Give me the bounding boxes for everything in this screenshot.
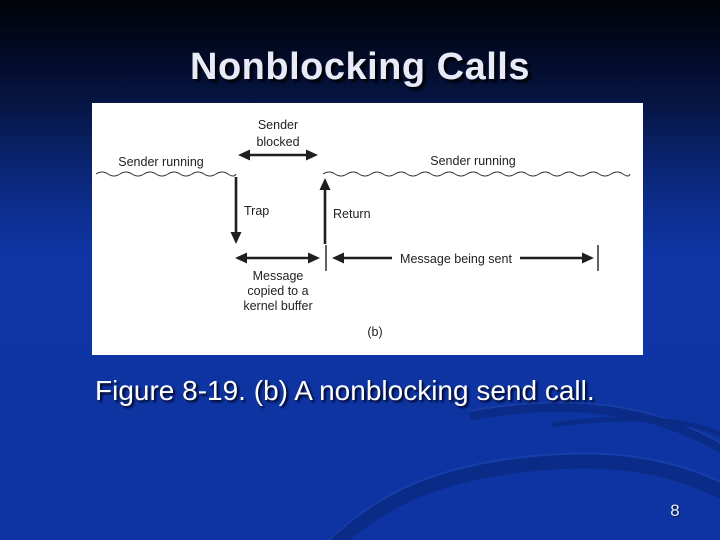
slide-title: Nonblocking Calls: [190, 46, 530, 88]
message-copied-label-line2: copied to a: [247, 284, 308, 298]
trap-arrow: [230, 177, 242, 244]
figure-panel: Sender blocked Sender running Trap: [92, 103, 643, 355]
sender-blocked-label-line1: Sender: [258, 118, 298, 132]
sender-running-left-label: Sender running: [118, 155, 204, 169]
timeline-right-wavy-line: [322, 171, 631, 177]
message-copied-label-line3: kernel buffer: [243, 299, 312, 313]
message-being-sent-label: Message being sent: [400, 252, 512, 266]
figure-caption: Figure 8-19. (b) A nonblocking send call…: [95, 375, 595, 406]
trap-label: Trap: [244, 204, 269, 218]
sender-blocked-label-line2: blocked: [256, 135, 299, 149]
sender-running-right-label: Sender running: [430, 154, 516, 168]
message-being-sent-arrow: [332, 252, 594, 264]
nonblocking-send-diagram: Sender blocked Sender running Trap: [95, 118, 631, 339]
page-number: 8: [670, 501, 680, 520]
return-label: Return: [333, 207, 371, 221]
sender-blocked-arrow: [238, 149, 318, 161]
figure-sublabel: (b): [367, 325, 382, 339]
message-copied-arrow: [235, 252, 320, 264]
message-copied-label-line1: Message: [253, 269, 304, 283]
timeline-left-wavy-line: [95, 171, 237, 177]
return-arrow: [319, 178, 331, 244]
